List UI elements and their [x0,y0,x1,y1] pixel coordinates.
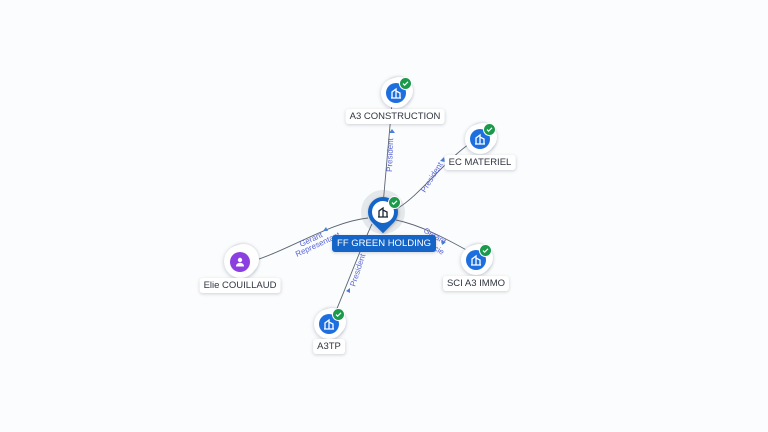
person-icon [230,252,250,272]
node-label: A3TP [313,339,345,354]
edge-label-a3-construction: President [385,137,395,172]
verified-check-icon [399,77,412,90]
edge-arrow [346,288,350,293]
edge-arrow [323,227,328,231]
node-label: EC MATERIEL [444,155,516,170]
node-label: A3 CONSTRUCTION [345,109,445,124]
edge-sci-a3-immo[interactable] [395,219,471,253]
verified-check-icon [479,244,492,257]
verified-check-icon [483,123,496,136]
node-label: SCI A3 IMMO [442,276,510,291]
edge-elie[interactable] [249,217,369,263]
node-label-main: FF GREEN HOLDING [332,235,436,252]
edge-arrow [441,240,446,245]
node-label: Elie COUILLAUD [199,278,281,293]
edge-label-a3tp: President [348,252,367,288]
edge-arrow [389,129,395,133]
verified-check-icon [388,196,401,209]
verified-check-icon [332,308,345,321]
edge-ec-materiel[interactable] [397,141,473,209]
edge-arrow [440,157,445,162]
edge-label-ec-materiel: President [419,160,445,194]
